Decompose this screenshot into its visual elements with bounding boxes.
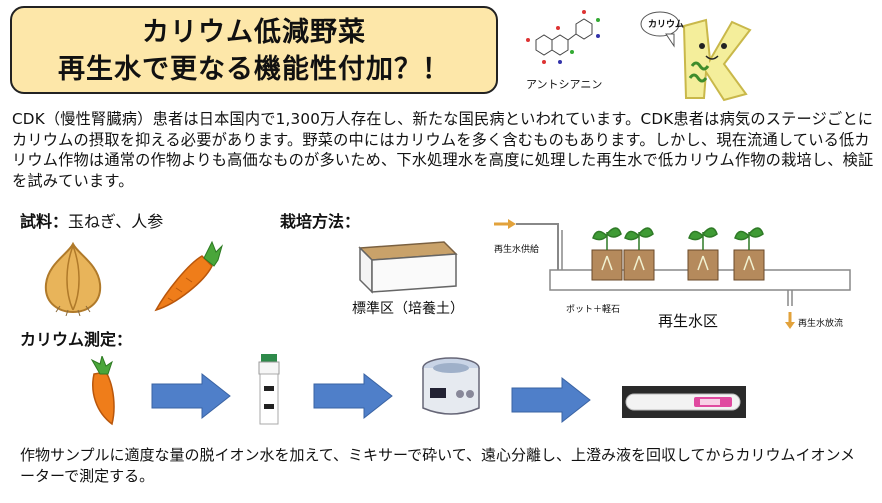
standard-tray-image bbox=[356, 228, 460, 296]
cultivation-heading: 栽培方法： bbox=[280, 212, 361, 231]
carrot-image bbox=[146, 238, 224, 316]
title-line-2: 再生水で更なる機能性付加？！ bbox=[58, 54, 450, 85]
reclaimed-water-diagram bbox=[488, 212, 868, 334]
carrot-sample-image bbox=[72, 356, 136, 428]
pot-label: ポット＋軽石 bbox=[566, 305, 621, 315]
potassium-meter-image bbox=[622, 386, 746, 418]
samples-heading: 試料：玉ねぎ、人参 bbox=[20, 208, 163, 232]
samples-value: 玉ねぎ、人参 bbox=[68, 212, 164, 231]
supply-label: 再生水供給 bbox=[494, 245, 540, 255]
standard-plot-caption: 標準区（培養土） bbox=[352, 301, 464, 317]
mixer-image bbox=[254, 352, 284, 428]
reclaimed-plot-caption: 再生水区 bbox=[658, 312, 719, 330]
intro-paragraph: CDK（慢性腎臓病）患者は日本国内で1,300万人存在し、新たな国民病といわれて… bbox=[12, 110, 874, 190]
centrifuge-image bbox=[416, 354, 486, 420]
mascot-label: カリウム bbox=[648, 20, 685, 30]
measurement-heading: カリウム測定： bbox=[20, 330, 133, 349]
measurement-description: 作物サンプルに適度な量の脱イオン水を加えて、ミキサーで砕いて、遠心分離し、上澄み… bbox=[20, 446, 856, 485]
anthocyanin-caption: アントシアニン bbox=[526, 78, 603, 91]
title-box: カリウム低減野菜 再生水で更なる機能性付加？！ bbox=[10, 6, 498, 94]
flow-arrow-2 bbox=[312, 372, 394, 420]
onion-image bbox=[38, 240, 108, 316]
flow-arrow-1 bbox=[150, 372, 232, 420]
samples-label: 試料： bbox=[20, 212, 69, 231]
flow-arrow-3 bbox=[510, 376, 592, 424]
anthocyanin-structure bbox=[522, 4, 622, 72]
potassium-mascot bbox=[640, 6, 760, 102]
title-line-1: カリウム低減野菜 bbox=[142, 17, 366, 48]
discharge-label: 再生水放流 bbox=[798, 319, 844, 329]
